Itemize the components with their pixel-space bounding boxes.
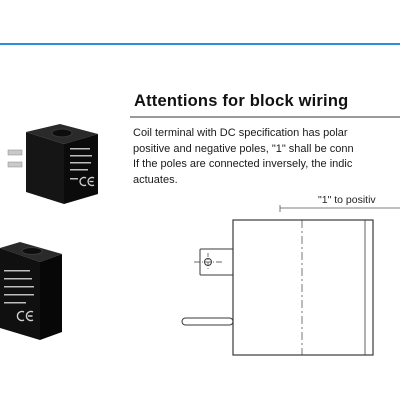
coil-photo-lower xyxy=(0,228,70,348)
instruction-line-4: actuates. xyxy=(133,173,178,186)
instruction-line-3: If the poles are connected inversely, th… xyxy=(133,158,353,170)
ce-mark-icon xyxy=(79,176,95,187)
coil-body-outline xyxy=(232,219,374,356)
coil-photo-upper xyxy=(0,118,110,218)
polarity-label: "1" to positiv xyxy=(318,194,376,206)
coil-wiring-diagram xyxy=(170,205,400,365)
instruction-line-2: positive and negative poles, "1" shall b… xyxy=(133,142,354,155)
section-heading: Attentions for block wiring xyxy=(134,92,349,110)
instruction-line-1: Coil terminal with DC specification has … xyxy=(133,127,348,139)
wiring-instructions: Coil terminal with DC specification has … xyxy=(133,126,400,188)
terminal-positive xyxy=(194,248,234,276)
heading-underline xyxy=(130,116,400,118)
dimension-arrow xyxy=(279,205,400,212)
top-accent-rule xyxy=(0,43,400,45)
ce-mark-icon xyxy=(16,310,34,322)
terminal-pin xyxy=(181,317,234,326)
